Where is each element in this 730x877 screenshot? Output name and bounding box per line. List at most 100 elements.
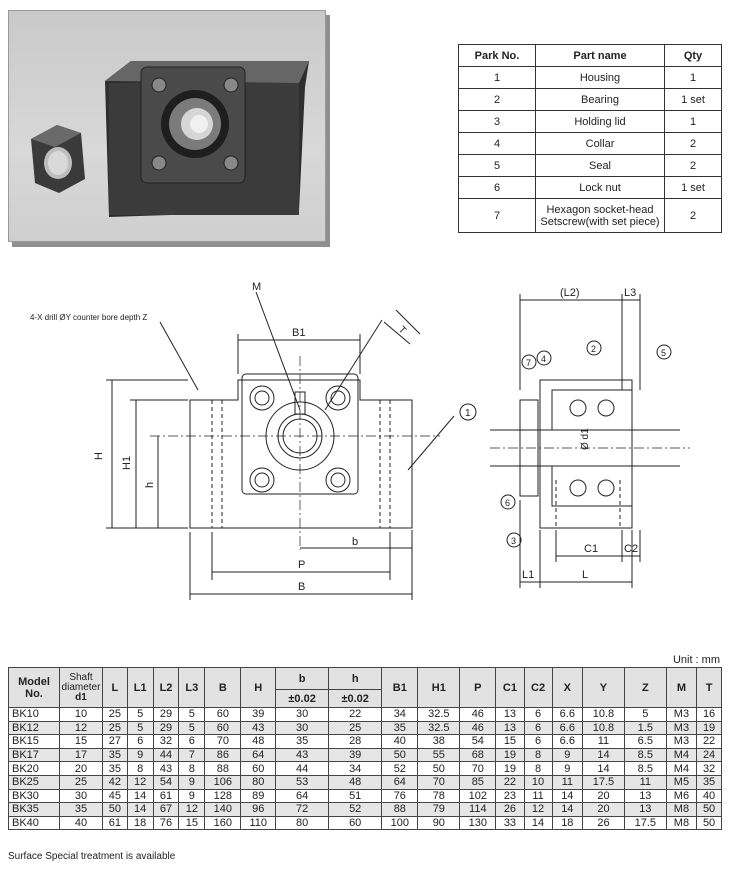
table-cell: 50 xyxy=(417,761,461,776)
table-cell: 10.8 xyxy=(582,720,625,736)
table-cell: 19 xyxy=(495,747,525,763)
part-qty: 1 set xyxy=(664,88,722,111)
table-cell: M8 xyxy=(665,815,698,831)
table-cell: 26 xyxy=(495,802,525,817)
table-cell: 8 xyxy=(126,761,154,776)
part-name: Seal xyxy=(535,154,665,177)
part-no: 6 xyxy=(458,176,536,199)
table-cell: 22 xyxy=(328,707,383,722)
table-cell: 7 xyxy=(178,747,206,763)
table-cell: 25 xyxy=(59,774,103,790)
table-cell: 8 xyxy=(178,761,206,776)
table-cell: 43 xyxy=(152,761,180,776)
table-cell: 35 xyxy=(59,802,103,817)
table-cell: 76 xyxy=(152,815,180,831)
table-cell: 32 xyxy=(696,761,722,776)
label-h-small: h xyxy=(144,482,156,488)
table-cell: 9 xyxy=(178,774,206,790)
table-cell: 78 xyxy=(417,788,461,804)
label-c1: C1 xyxy=(584,543,598,555)
shaft-sub: d1 xyxy=(75,691,87,703)
col-H1: H1 xyxy=(417,667,461,708)
table-cell: 61 xyxy=(102,815,128,831)
table-cell: 70 xyxy=(417,774,461,790)
table-cell: 10 xyxy=(523,774,553,790)
callout-7: 7 xyxy=(526,358,531,368)
col-T: T xyxy=(696,667,722,708)
table-cell: 6 xyxy=(523,734,553,749)
col-model: Model No. xyxy=(8,667,60,708)
table-cell: 30 xyxy=(59,788,103,804)
table-cell: 35 xyxy=(696,774,722,790)
callout-5: 5 xyxy=(661,348,666,358)
table-cell: 64 xyxy=(240,747,277,763)
callout-1: 1 xyxy=(465,408,471,419)
label-d1: Ø d1 xyxy=(580,428,591,450)
table-cell: 50 xyxy=(696,815,722,831)
unit-label: Unit : mm xyxy=(672,654,720,666)
col-b: b xyxy=(275,667,330,690)
part-qty: 1 set xyxy=(664,176,722,199)
table-cell: 22 xyxy=(495,774,525,790)
table-cell: 17.5 xyxy=(582,774,625,790)
table-cell: 90 xyxy=(417,815,461,831)
table-cell: 25 xyxy=(328,720,383,736)
table-cell: 64 xyxy=(275,788,330,804)
col-C2: C2 xyxy=(523,667,553,708)
table-cell: 32.5 xyxy=(417,707,461,722)
part-qty: 2 xyxy=(664,154,722,177)
table-cell: 17 xyxy=(59,747,103,763)
col-b-tol: ±0.02 xyxy=(275,689,330,708)
col-shaft: Shaft diameter d1 xyxy=(59,667,103,708)
table-cell: 14 xyxy=(523,815,553,831)
label-h1: H1 xyxy=(121,456,133,470)
part-qty: 2 xyxy=(664,198,722,233)
table-cell: 80 xyxy=(240,774,277,790)
table-cell: 8.5 xyxy=(623,747,667,763)
label-l1: L1 xyxy=(522,569,534,581)
table-cell: 29 xyxy=(152,707,180,722)
table-cell: 14 xyxy=(126,788,154,804)
table-cell: 50 xyxy=(696,802,722,817)
table-cell: 34 xyxy=(381,707,419,722)
shaft-label: Shaft diameter xyxy=(61,671,101,693)
table-cell: 22 xyxy=(696,734,722,749)
part-name: Bearing xyxy=(535,88,665,111)
table-cell: BK25 xyxy=(8,774,60,790)
table-cell: 5 xyxy=(126,707,154,722)
table-cell: 12 xyxy=(523,802,553,817)
product-photo xyxy=(8,10,326,242)
table-cell: 48 xyxy=(240,734,277,749)
table-cell: 86 xyxy=(204,747,242,763)
table-cell: 79 xyxy=(417,802,461,817)
part-no: 1 xyxy=(458,66,536,89)
table-cell: 80 xyxy=(275,815,330,831)
col-B: B xyxy=(204,667,242,708)
label-p: P xyxy=(298,559,305,571)
part-no: 5 xyxy=(458,154,536,177)
label-l: L xyxy=(582,569,588,581)
table-cell: 13 xyxy=(623,788,667,804)
col-h-tol: ±0.02 xyxy=(328,689,383,708)
callout-6: 6 xyxy=(505,498,510,508)
table-cell: 6 xyxy=(126,734,154,749)
table-cell: 68 xyxy=(459,747,497,763)
table-cell: 72 xyxy=(275,802,330,817)
table-cell: 20 xyxy=(582,802,625,817)
table-cell: 54 xyxy=(152,774,180,790)
col-X: X xyxy=(551,667,584,708)
table-cell: 19 xyxy=(495,761,525,776)
technical-drawing: M 4-X drill ØY counter bore depth Z B1 T… xyxy=(30,281,690,600)
table-cell: 35 xyxy=(102,761,128,776)
